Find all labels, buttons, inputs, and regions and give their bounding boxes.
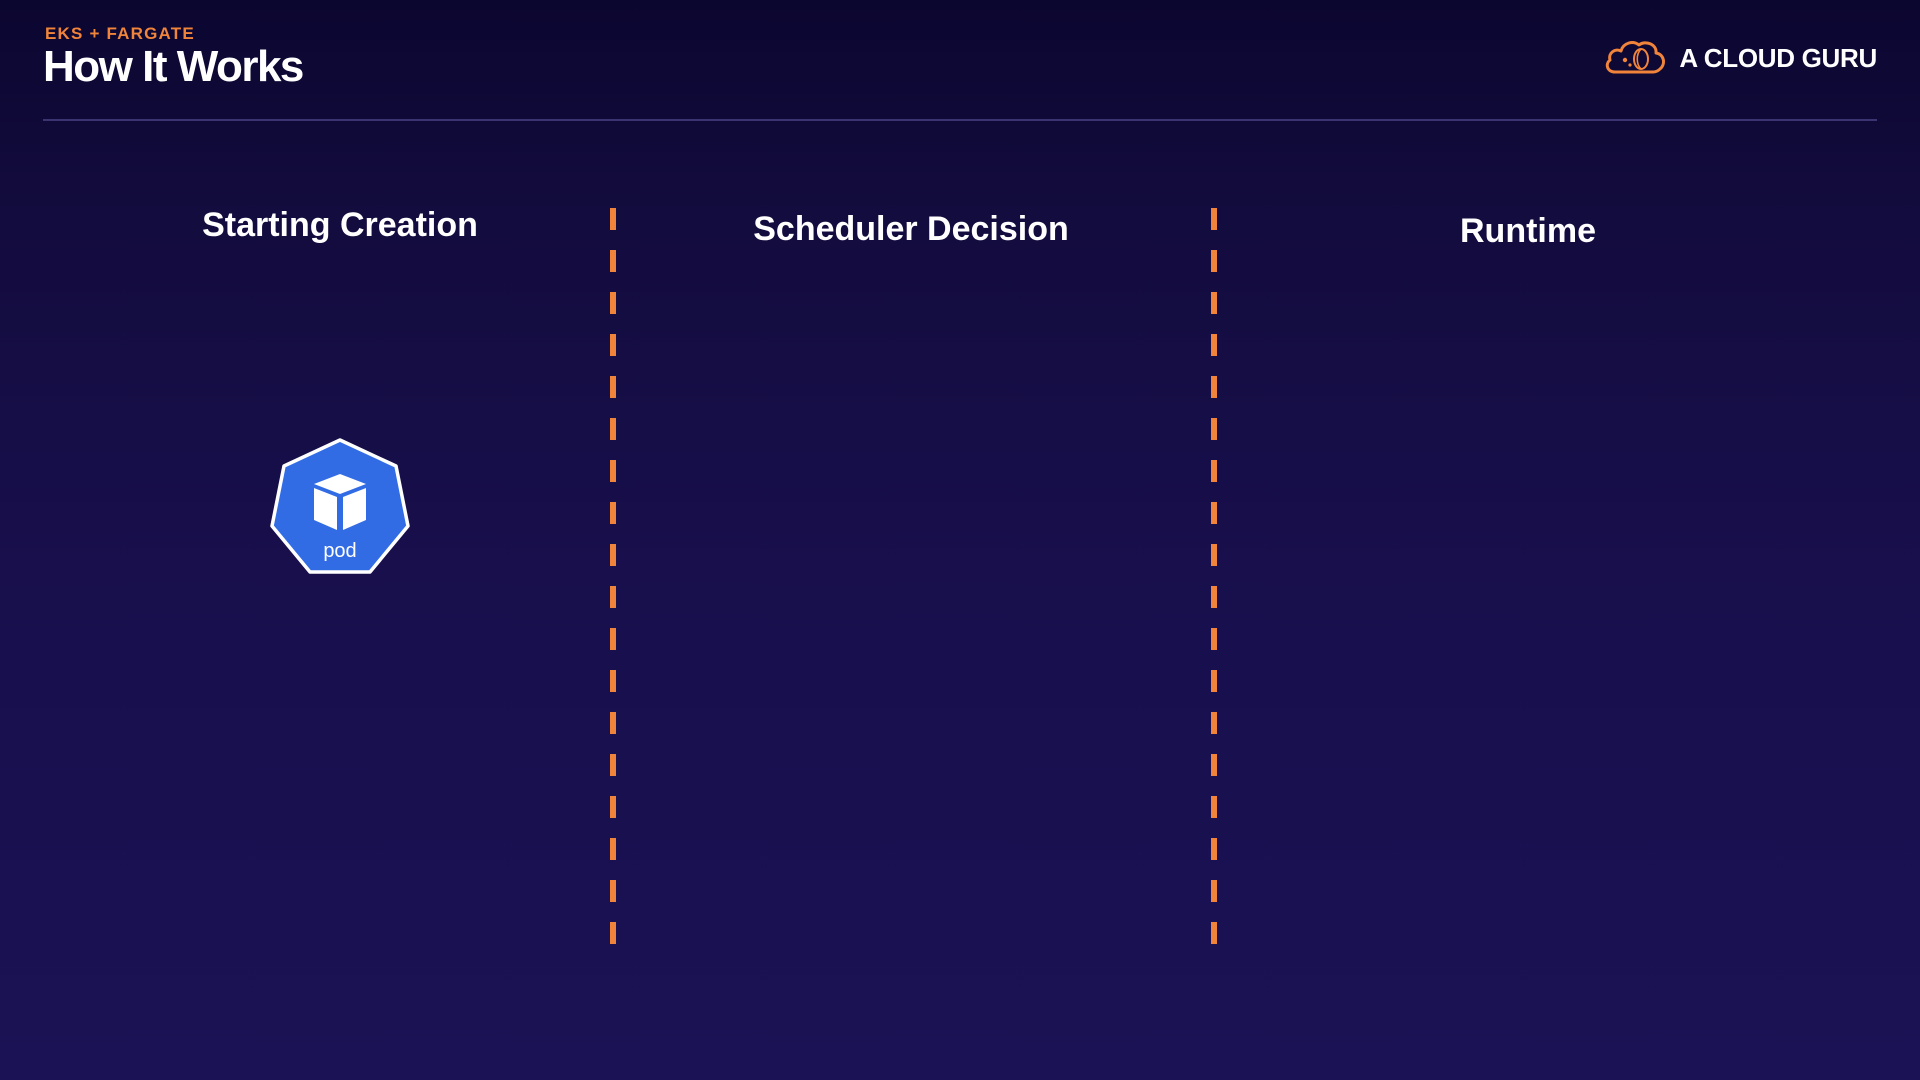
pod-label: pod — [323, 540, 357, 562]
column-divider-1 — [610, 208, 616, 948]
cloud-icon — [1603, 38, 1667, 78]
page-title: How It Works — [43, 42, 304, 91]
brand-logo: A CLOUD GURU — [1603, 38, 1877, 78]
brand-name: A CLOUD GURU — [1679, 42, 1877, 73]
pod-node: pod — [270, 436, 410, 574]
column-divider-2 — [1211, 208, 1217, 948]
column-heading-runtime: Runtime — [1460, 212, 1596, 250]
header-divider — [43, 119, 1877, 121]
kubernetes-pod-icon — [270, 436, 410, 574]
column-heading-scheduler-decision: Scheduler Decision — [753, 210, 1069, 248]
header-eyebrow: EKS + FARGATE — [45, 24, 195, 43]
column-heading-starting-creation: Starting Creation — [202, 206, 478, 244]
